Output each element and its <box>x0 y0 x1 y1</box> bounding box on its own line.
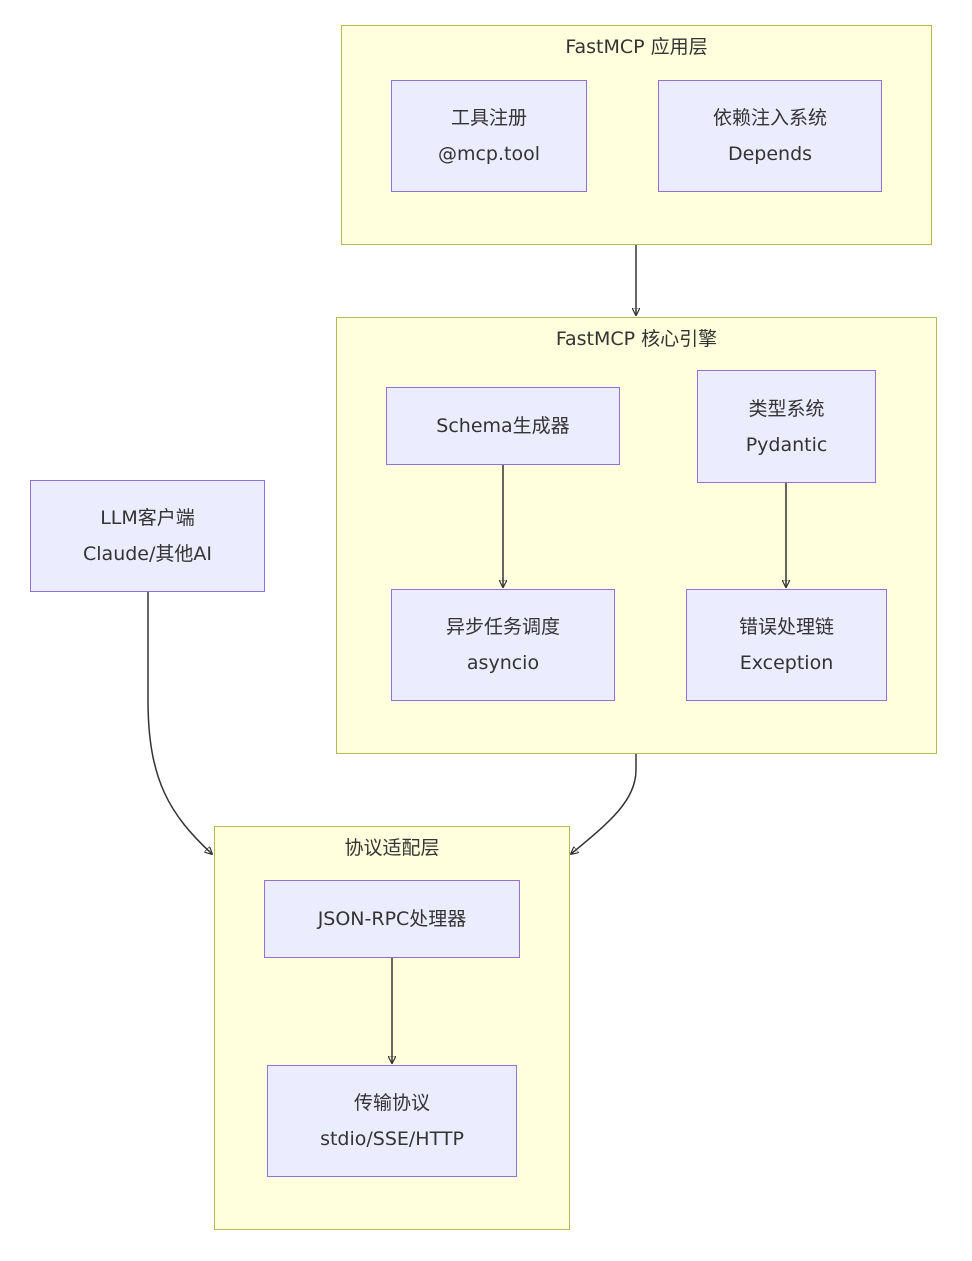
edge-llm-client-to-protocol-layer <box>147 592 212 854</box>
node-jsonrpc-handler-title: JSON-RPC处理器 <box>317 908 467 930</box>
node-error-chain-subtitle: Exception <box>739 652 834 674</box>
node-dependency-injection[interactable]: 依赖注入系统 Depends <box>658 80 882 192</box>
node-async-scheduler-title: 异步任务调度 <box>445 616 560 638</box>
node-llm-client[interactable]: LLM客户端 Claude/其他AI <box>30 480 265 592</box>
node-schema-generator[interactable]: Schema生成器 <box>386 387 620 465</box>
node-transport-title: 传输协议 <box>353 1092 430 1114</box>
cluster-core-engine-title: FastMCP 核心引擎 <box>555 328 718 350</box>
node-dependency-injection-title: 依赖注入系统 <box>712 107 827 129</box>
node-dependency-injection-subtitle: Depends <box>727 143 813 165</box>
node-tool-registry-subtitle: @mcp.tool <box>437 143 541 165</box>
node-llm-client-title: LLM客户端 <box>100 507 195 529</box>
node-transport[interactable]: 传输协议 stdio/SSE/HTTP <box>267 1065 517 1177</box>
node-schema-generator-title: Schema生成器 <box>436 415 570 437</box>
node-llm-client-subtitle: Claude/其他AI <box>83 543 212 565</box>
node-async-scheduler-subtitle: asyncio <box>466 652 540 674</box>
cluster-app-layer-title: FastMCP 应用层 <box>565 36 708 58</box>
node-type-system-title: 类型系统 <box>748 397 825 420</box>
node-error-chain-title: 错误处理链 <box>738 616 834 638</box>
node-tool-registry[interactable]: 工具注册 @mcp.tool <box>391 80 587 192</box>
node-tool-registry-title: 工具注册 <box>450 107 527 129</box>
node-async-scheduler[interactable]: 异步任务调度 asyncio <box>391 589 615 701</box>
cluster-protocol-layer-title: 协议适配层 <box>344 837 440 859</box>
node-type-system[interactable]: 类型系统 Pydantic <box>697 370 876 483</box>
node-transport-subtitle: stdio/SSE/HTTP <box>320 1128 464 1150</box>
edge-core-engine-to-protocol-layer <box>571 754 637 854</box>
node-type-system-subtitle: Pydantic <box>745 433 828 456</box>
node-error-chain[interactable]: 错误处理链 Exception <box>686 589 887 701</box>
node-jsonrpc-handler[interactable]: JSON-RPC处理器 <box>264 880 520 958</box>
